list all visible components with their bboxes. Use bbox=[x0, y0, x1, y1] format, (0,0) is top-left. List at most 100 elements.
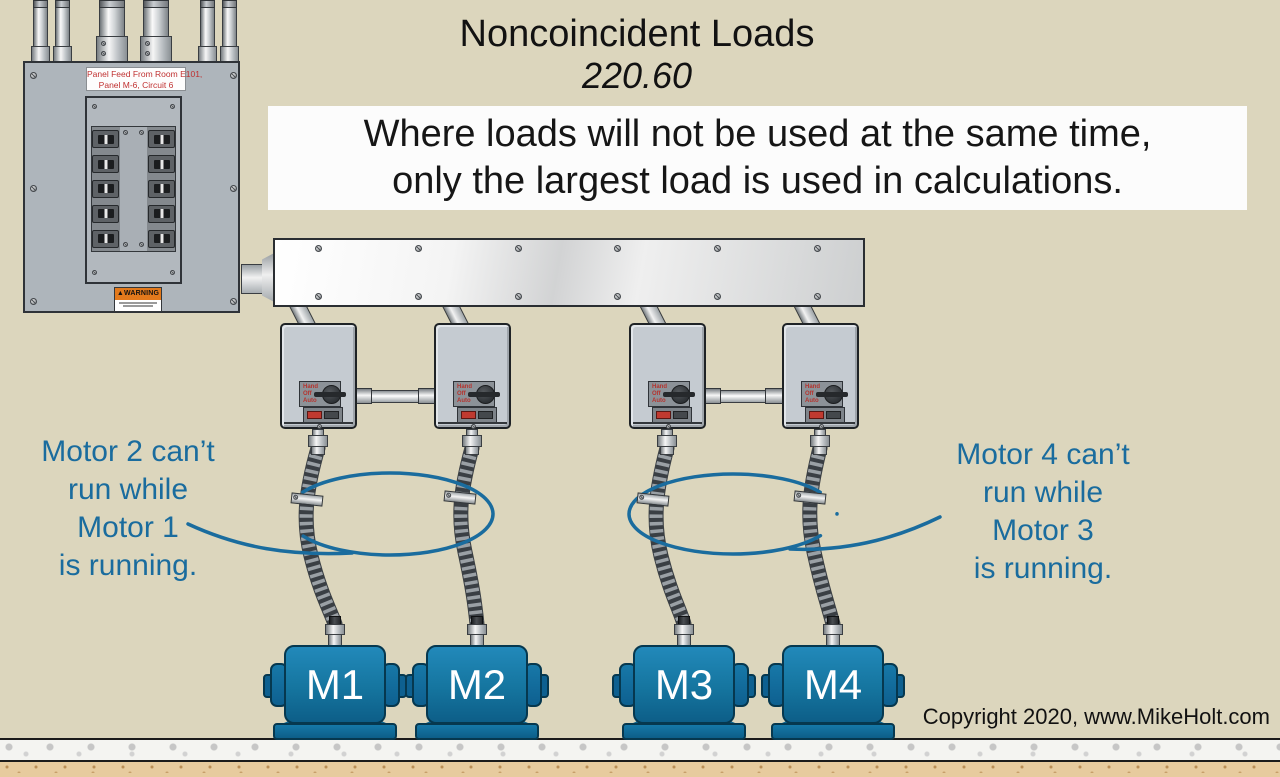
screw-icon bbox=[139, 130, 144, 135]
screw-icon bbox=[292, 494, 299, 501]
screw-icon bbox=[30, 298, 37, 305]
screw-icon bbox=[170, 104, 175, 109]
circuit-breaker[interactable] bbox=[92, 204, 119, 223]
wireway-screw-row bbox=[275, 293, 863, 300]
conduit-fitting bbox=[53, 46, 72, 62]
selector-handle[interactable] bbox=[663, 392, 695, 397]
flex-conduit-3-ribs bbox=[649, 446, 691, 626]
screw-icon bbox=[123, 242, 128, 247]
motor-body: M4 bbox=[782, 645, 884, 724]
motor-body: M3 bbox=[633, 645, 735, 724]
stop-button[interactable] bbox=[461, 411, 476, 419]
button-plate bbox=[457, 407, 497, 423]
circuit-breaker[interactable] bbox=[92, 130, 119, 149]
screw-icon bbox=[315, 245, 322, 252]
annotation-left: Motor 2 can’t run while Motor 1 is runni… bbox=[8, 433, 248, 585]
circuit-breaker[interactable] bbox=[148, 204, 175, 223]
panel-feed-label-line1: Panel Feed From Room E101, bbox=[87, 69, 203, 79]
annotation-left-line4: is running. bbox=[58, 549, 198, 582]
motor-base-slab bbox=[415, 723, 539, 740]
conduit-cap bbox=[200, 0, 215, 8]
electrical-panel: Panel Feed From Room E101, Panel M-6, Ci… bbox=[23, 61, 240, 313]
circuit-breaker[interactable] bbox=[148, 179, 175, 198]
screw-icon bbox=[145, 51, 150, 56]
start-button[interactable] bbox=[324, 411, 339, 419]
breaker-toggle[interactable] bbox=[153, 209, 170, 219]
enclosure-seam bbox=[633, 422, 702, 424]
screw-icon bbox=[230, 185, 237, 192]
circuit-breaker[interactable] bbox=[148, 229, 175, 248]
conduit-cap bbox=[143, 0, 169, 8]
screw-icon bbox=[414, 293, 422, 300]
breaker-toggle[interactable] bbox=[153, 134, 170, 144]
screw-icon bbox=[445, 492, 452, 499]
wireway-screw-row bbox=[275, 245, 863, 252]
stop-button[interactable] bbox=[809, 411, 824, 419]
rule-line1: Where loads will not be used at the same… bbox=[363, 113, 1152, 155]
title-code: 220.60 bbox=[581, 55, 693, 96]
selector-handle[interactable] bbox=[816, 392, 848, 397]
screw-icon bbox=[315, 293, 322, 300]
warning-label-title: ▲WARNING bbox=[115, 288, 161, 300]
breaker-toggle[interactable] bbox=[97, 209, 114, 219]
selector-handle[interactable] bbox=[314, 392, 346, 397]
start-button[interactable] bbox=[826, 411, 841, 419]
breaker-spine bbox=[120, 127, 147, 251]
screw-icon bbox=[813, 293, 821, 300]
conduit-clamp bbox=[443, 490, 477, 505]
selector-handle[interactable] bbox=[468, 392, 500, 397]
screw-icon bbox=[813, 245, 821, 252]
leader-line-right bbox=[788, 515, 942, 552]
breaker-toggle[interactable] bbox=[97, 159, 114, 169]
stop-button[interactable] bbox=[656, 411, 671, 419]
motor-base-slab bbox=[771, 723, 895, 740]
circuit-breaker[interactable] bbox=[92, 155, 119, 174]
motor-base-slab bbox=[622, 723, 746, 740]
screw-icon bbox=[92, 104, 97, 109]
feeder-conduit bbox=[200, 0, 215, 54]
screw-icon bbox=[614, 245, 622, 252]
breaker-toggle[interactable] bbox=[153, 159, 170, 169]
breaker-toggle[interactable] bbox=[97, 184, 114, 194]
motor-label: M1 bbox=[305, 660, 365, 708]
conduit-connector-ring bbox=[465, 446, 479, 455]
screw-icon bbox=[30, 185, 37, 192]
stop-button[interactable] bbox=[307, 411, 322, 419]
conduit-cap bbox=[55, 0, 70, 8]
button-plate bbox=[303, 407, 343, 423]
feeder-conduit bbox=[55, 0, 70, 54]
breaker-toggle[interactable] bbox=[153, 184, 170, 194]
conduit-fitting-large bbox=[140, 36, 172, 62]
motor-label: M2 bbox=[447, 660, 507, 708]
screw-icon bbox=[795, 492, 802, 499]
enclosure-seam bbox=[284, 422, 353, 424]
conduit-clamp bbox=[793, 490, 827, 505]
conduit-cap bbox=[222, 0, 237, 8]
annotation-left-line1: Motor 2 can’t bbox=[41, 435, 215, 468]
breaker-toggle[interactable] bbox=[97, 134, 114, 144]
screw-icon bbox=[714, 245, 722, 252]
start-button[interactable] bbox=[478, 411, 493, 419]
circuit-breaker[interactable] bbox=[92, 229, 119, 248]
breaker-toggle[interactable] bbox=[97, 234, 114, 244]
feeder-conduit bbox=[222, 0, 237, 54]
breaker-toggle[interactable] bbox=[153, 234, 170, 244]
screw-icon bbox=[139, 242, 144, 247]
feeder-conduit bbox=[33, 0, 48, 54]
conduit-fitting bbox=[198, 46, 217, 62]
screw-icon bbox=[230, 72, 237, 79]
conduit-cap bbox=[99, 0, 125, 8]
start-button[interactable] bbox=[673, 411, 688, 419]
circuit-breaker[interactable] bbox=[92, 179, 119, 198]
flex-conduit-4-ribs bbox=[803, 446, 840, 626]
circuit-breaker[interactable] bbox=[148, 130, 175, 149]
circuit-breaker[interactable] bbox=[148, 155, 175, 174]
